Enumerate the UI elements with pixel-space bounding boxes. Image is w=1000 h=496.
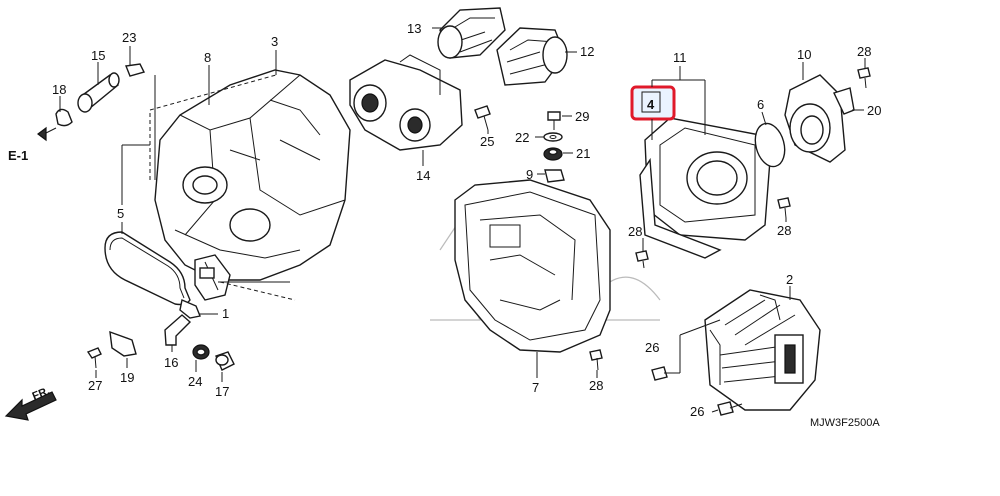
label-1: 1: [222, 306, 229, 321]
label-10: 10: [797, 47, 811, 62]
reference-e1: E-1: [8, 148, 28, 163]
front-direction-arrow-icon: [4, 391, 57, 421]
clamp-part-24[interactable]: [192, 344, 210, 360]
label-21: 21: [576, 146, 590, 161]
label-28-topright: 28: [857, 44, 871, 59]
gasket-part-5[interactable]: [104, 231, 191, 306]
label-2: 2: [786, 272, 793, 287]
screw-part-26-upper[interactable]: [651, 366, 668, 381]
connecting-tube-part-13[interactable]: [437, 7, 506, 59]
screw-part-28-center[interactable]: [589, 349, 603, 371]
connecting-tube-part-12[interactable]: [496, 27, 568, 86]
label-12: 12: [580, 44, 594, 59]
label-13: 13: [407, 21, 421, 36]
label-9: 9: [526, 167, 533, 182]
label-5: 5: [117, 206, 124, 221]
e1-arrow-icon: [37, 126, 47, 142]
diagram-code: MJW3F2500A: [810, 417, 880, 429]
air-cleaner-housing-part-7[interactable]: [454, 179, 611, 353]
label-15: 15: [91, 48, 105, 63]
label-11: 11: [673, 50, 687, 65]
clamp-part-18[interactable]: [55, 108, 73, 127]
screw-part-26-lower[interactable]: [717, 401, 743, 416]
label-29: 29: [575, 109, 589, 124]
part-1-clip[interactable]: [179, 299, 201, 319]
label-7: 7: [532, 380, 539, 395]
air-cleaner-cover-part-11[interactable]: [644, 117, 771, 241]
drain-tube-part-15[interactable]: [77, 72, 120, 113]
label-6: 6: [757, 97, 764, 112]
air-cleaner-case-assembly[interactable]: [154, 69, 351, 301]
part-labels: 3 8 15 23 18 5 1 16 24 17 19 27 13 12 14…: [52, 21, 881, 419]
label-24: 24: [188, 374, 202, 389]
label-22: 22: [515, 130, 529, 145]
bolt-part-29[interactable]: [547, 111, 561, 130]
washer-part-22[interactable]: [543, 132, 563, 142]
screw-part-25[interactable]: [474, 105, 491, 131]
nut-part-9[interactable]: [544, 169, 565, 183]
o-ring-part-6[interactable]: [751, 120, 789, 170]
label-3: 3: [271, 34, 278, 49]
grommet-part-21[interactable]: [543, 147, 563, 161]
label-28-left: 28: [628, 224, 642, 239]
funnel-part-10[interactable]: [784, 74, 846, 163]
label-4: 4: [647, 97, 655, 112]
highlight-inner-bracket: [641, 91, 661, 113]
label-14: 14: [416, 168, 430, 183]
label-8: 8: [204, 50, 211, 65]
label-20: 20: [867, 103, 881, 118]
label-23: 23: [122, 30, 136, 45]
bracket-part-19[interactable]: [109, 330, 137, 357]
cover-gasket[interactable]: [639, 157, 722, 259]
label-25: 25: [480, 134, 494, 149]
bolt-part-27[interactable]: [86, 347, 102, 369]
cap-part-17[interactable]: [215, 351, 235, 371]
label-26-upper: 26: [645, 340, 659, 355]
label-16: 16: [164, 355, 178, 370]
label-27: 27: [88, 378, 102, 393]
label-28-center: 28: [589, 378, 603, 393]
element-part-2[interactable]: [704, 289, 821, 411]
tube-part-16[interactable]: [164, 314, 192, 346]
screw-part-28-left[interactable]: [635, 250, 649, 269]
clip-part-23[interactable]: [125, 63, 146, 77]
leader-lines: [39, 27, 866, 413]
label-18: 18: [52, 82, 66, 97]
label-17: 17: [215, 384, 229, 399]
label-19: 19: [120, 370, 134, 385]
label-28-right: 28: [777, 223, 791, 238]
label-26-lower: 26: [690, 404, 704, 419]
screw-part-28-right[interactable]: [777, 197, 791, 219]
gasket-inner-line: [109, 237, 185, 299]
intake-duct-part-14[interactable]: [349, 54, 463, 151]
screw-part-28-topright[interactable]: [857, 67, 871, 89]
